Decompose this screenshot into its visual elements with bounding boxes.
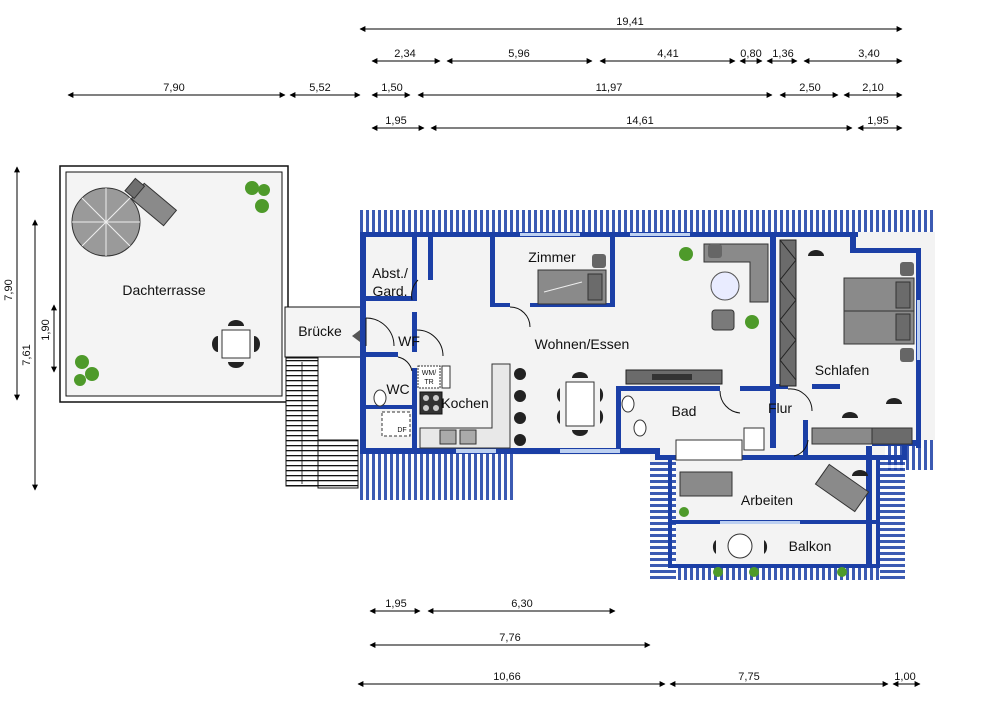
dim-label: 1,95 <box>385 598 406 610</box>
room-label-wf: WF <box>398 333 420 349</box>
dim-label: 11,97 <box>596 82 623 94</box>
dimension-labels-left: 7,90 7,61 1,90 <box>3 279 52 365</box>
dim-label: 5,96 <box>508 48 529 60</box>
sink-icon <box>633 419 647 437</box>
washing-machine-icon: WM/ TR <box>417 365 451 389</box>
room-label-balkon: Balkon <box>789 538 832 554</box>
dim-label: 2,50 <box>799 82 820 94</box>
svg-text:TR: TR <box>424 379 433 386</box>
dim-label: 14,61 <box>626 115 654 127</box>
room-label-gard: Gard. <box>372 283 407 299</box>
dim-label: 6,30 <box>511 598 532 610</box>
double-bed-icon <box>843 262 915 362</box>
sideboard-icon <box>811 427 873 445</box>
plant-icon <box>74 355 99 386</box>
room-label-arbeiten: Arbeiten <box>741 492 793 508</box>
desk-icon <box>814 463 870 513</box>
room-label-bruecke: Brücke <box>298 323 342 339</box>
svg-text:WM/: WM/ <box>422 370 436 377</box>
dim-total: 19,41 <box>616 16 644 28</box>
room-label-kochen: Kochen <box>441 395 488 411</box>
dim-label: 4,41 <box>657 48 678 60</box>
dim-label: 7,90 <box>3 279 15 300</box>
shower-icon <box>743 427 765 451</box>
dim-label: 1,50 <box>381 82 402 94</box>
dim-label: 7,76 <box>499 632 520 644</box>
dimensions-top <box>67 26 903 131</box>
stairs <box>285 357 359 489</box>
room-label-schlafen: Schlafen <box>815 362 869 378</box>
chair-icon <box>842 412 858 418</box>
toilet-icon <box>621 395 635 413</box>
outdoor-table-icon <box>212 320 260 368</box>
room-label-zimmer: Zimmer <box>528 249 576 265</box>
room-label-wohnen: Wohnen/Essen <box>535 336 630 352</box>
dimensions-bottom <box>357 608 921 687</box>
dimension-labels-top: 19,41 2,34 5,96 4,41 0,80 1,36 3,40 7,90… <box>163 16 888 127</box>
room-label-abst: Abst./ <box>372 265 408 281</box>
dim-label: 2,34 <box>394 48 415 60</box>
dim-label: 1,36 <box>772 48 793 60</box>
dimensions-left <box>14 166 57 491</box>
dim-label: 1,95 <box>385 115 406 127</box>
room-label-wc: WC <box>386 381 409 397</box>
shower-icon: DF <box>381 411 411 437</box>
bed-icon <box>537 254 607 305</box>
terrace: Dachterrasse <box>59 165 289 403</box>
room-label-bad: Bad <box>672 403 697 419</box>
dimension-labels-bottom: 1,95 6,30 7,76 10,66 7,75 1,00 <box>385 598 915 683</box>
balcony-table-icon <box>712 533 768 559</box>
dim-label: 2,10 <box>862 82 883 94</box>
sideboard-icon <box>871 427 913 445</box>
wardrobe-icon <box>779 239 797 387</box>
bar-chairs-icon <box>514 368 526 446</box>
kitchen-counter <box>419 363 511 449</box>
dim-label: 3,40 <box>858 48 879 60</box>
windows <box>456 233 920 524</box>
dim-label: 7,61 <box>21 344 33 365</box>
parasol-icon <box>71 187 141 257</box>
dim-label: 1,90 <box>40 319 52 340</box>
bathtub-icon <box>675 439 743 461</box>
dim-label: 0,80 <box>740 48 761 60</box>
dining-table-icon <box>556 372 604 436</box>
dim-label: 10,66 <box>493 671 521 683</box>
room-label-flur: Flur <box>768 400 792 416</box>
toilet-icon <box>373 389 387 407</box>
dim-label: 5,52 <box>309 82 330 94</box>
dim-label: 1,00 <box>894 671 915 683</box>
plant-icon <box>245 181 270 213</box>
dim-label: 1,95 <box>867 115 888 127</box>
bridge: Brücke <box>284 306 364 358</box>
plant-icon <box>679 247 847 577</box>
chair-icon <box>852 470 868 476</box>
sofa-icon <box>679 471 733 497</box>
chair-icon <box>886 398 902 404</box>
dim-label: 7,75 <box>738 671 759 683</box>
tv-icon <box>652 374 692 380</box>
building: WM/ TR DF <box>360 210 935 580</box>
svg-text:DF: DF <box>397 427 406 434</box>
sofa-icon <box>703 243 769 331</box>
chair-icon <box>808 250 824 256</box>
lounger-icon <box>124 177 178 227</box>
dim-label: 7,90 <box>163 82 184 94</box>
doors <box>365 279 813 457</box>
room-label-dachterrasse: Dachterrasse <box>122 282 205 298</box>
